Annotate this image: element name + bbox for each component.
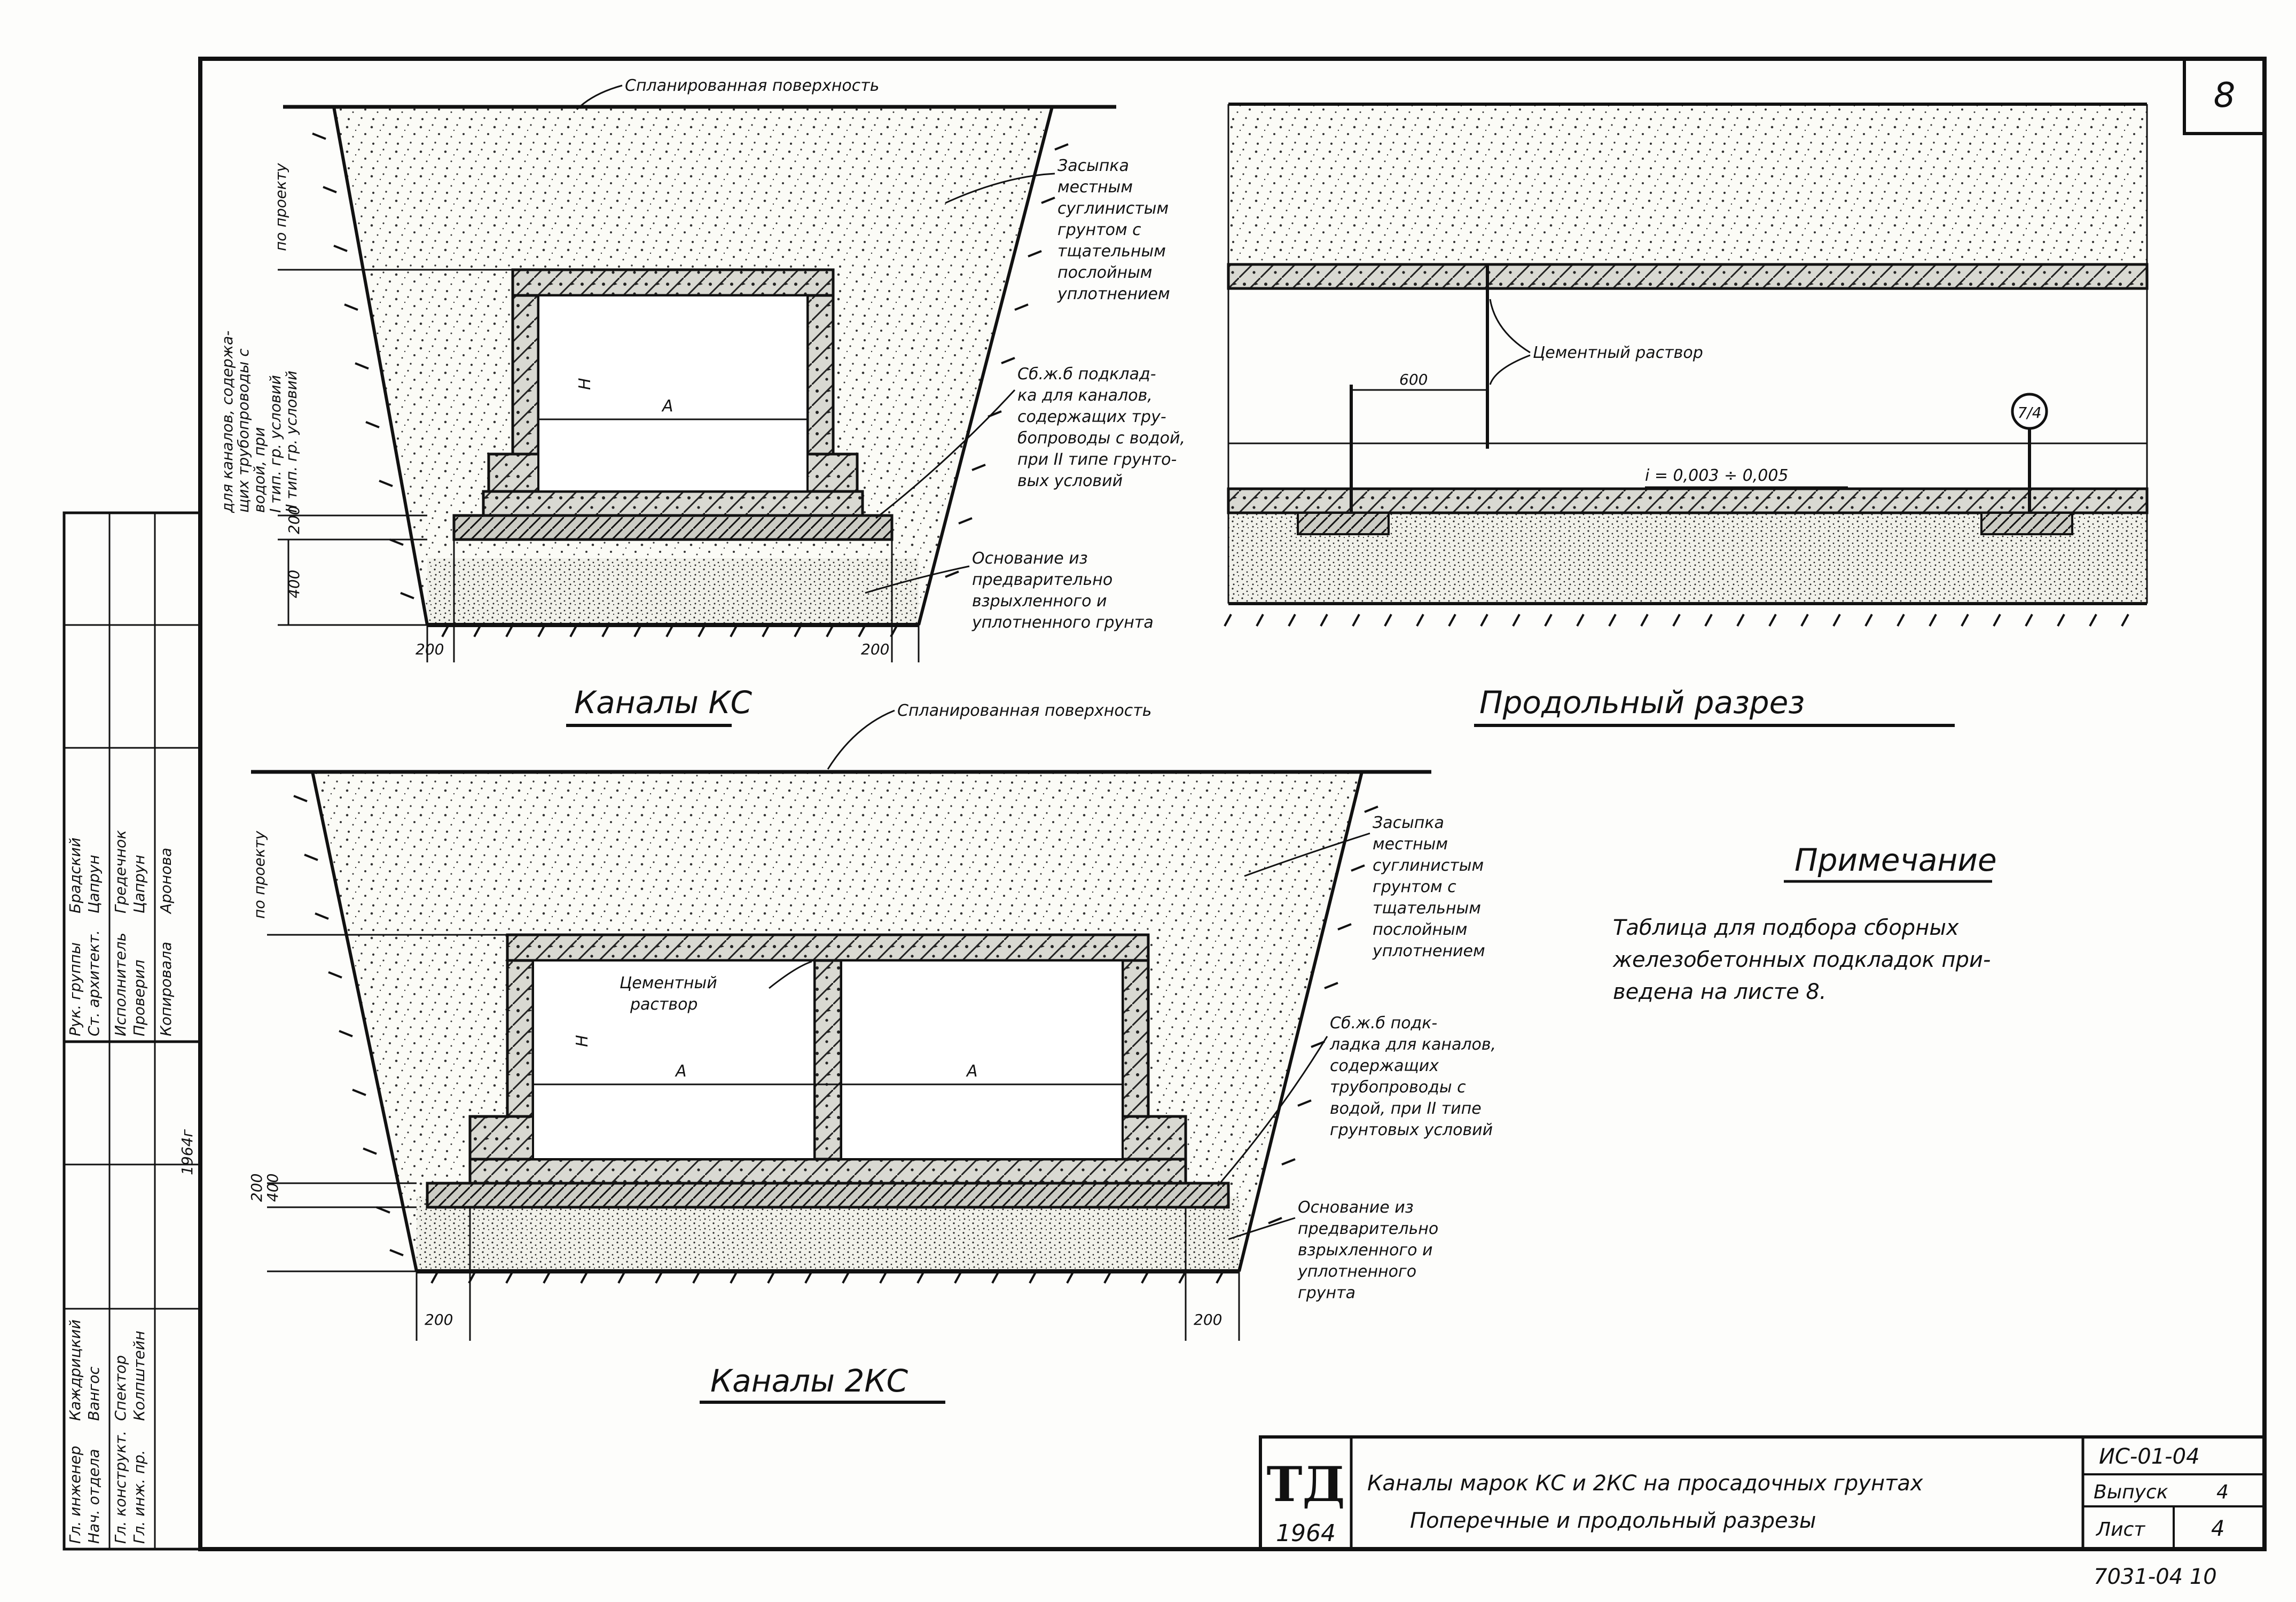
channel-cavity-ks	[537, 294, 809, 493]
dim-400-2ks: 400	[264, 1174, 281, 1202]
detail-marker-text: 7/4	[2017, 404, 2041, 421]
long-top-slab	[1227, 263, 2149, 290]
section-ks: H A 200 400 200 200 для каналов, содержа…	[218, 76, 1116, 662]
vert-proekt-2ks: по проекту	[250, 831, 268, 919]
vert-note-4: I тип. гр. условий	[267, 375, 284, 513]
notes-2ks: Засыпка местным суглинистым грунтом с тщ…	[1217, 814, 1501, 1302]
long-bottom-slab	[1227, 487, 2149, 514]
backfill-note-2ks: Засыпка местным суглинистым грунтом с тщ…	[1372, 814, 1489, 960]
stamp-role-8: Проверил	[130, 959, 148, 1036]
issue-value: 4	[2216, 1481, 2229, 1503]
stamp-year: 1964г	[178, 1129, 196, 1175]
sheet-value: 4	[2211, 1517, 2224, 1541]
sheet-mark: 8	[2214, 76, 2236, 115]
caption-longitudinal: Продольный разрез	[1479, 684, 1805, 721]
logo-letters: ТД	[1267, 1456, 1345, 1513]
title-line-1: Каналы марок КС и 2КС на просадочных гру…	[1367, 1471, 1923, 1496]
stamp-name-1: Каждрицкий	[66, 1319, 84, 1421]
dim-200-2ks: 200	[248, 1174, 265, 1202]
caption-2ks: Каналы 2КС	[710, 1363, 908, 1399]
title-line-2: Поперечные и продольный разрезы	[1410, 1509, 1816, 1533]
trench-wall-right-ks	[917, 106, 1054, 626]
bottom-number: 7031-04 10	[2094, 1565, 2217, 1589]
pad-note-2ks: Сб.ж.б подк- ладка для каналов, содержащ…	[1329, 1014, 1501, 1139]
stamp-name-9: Аронова	[157, 848, 175, 915]
long-pad-left	[1297, 512, 1390, 535]
stamp-role-4: Гл. инж. пр.	[130, 1450, 148, 1544]
cement-mortar-label: Цементный раствор	[1533, 343, 1703, 362]
stamp-name-2: Вангос	[85, 1366, 103, 1421]
caption-ks: Каналы КС	[574, 684, 753, 721]
stamp-name-8: Цапрун	[130, 855, 148, 913]
label-a-2ks-left: A	[675, 1062, 687, 1081]
vert-note-3: водой, при	[250, 427, 268, 513]
title-block: ТД 1964 Каналы марок КС и 2КС на просадо…	[1259, 1435, 2266, 1589]
planned-surface-2ks: Спланированная поверхность	[897, 701, 1151, 720]
dim-400-ks: 400	[285, 570, 303, 598]
dim-200-2ks-left: 200	[425, 1311, 453, 1329]
dim-200-ks-right: 200	[861, 640, 889, 658]
trench-wall-left-ks	[332, 106, 429, 626]
backfill-note-ks: Засыпка местным суглинистым грунтом с тщ…	[1057, 157, 1174, 303]
stamp-role-9: Копировала	[157, 942, 175, 1036]
pad-slab-ks	[452, 514, 894, 541]
dim-200-ks: 200	[285, 506, 303, 534]
slope-label: i = 0,003 ÷ 0,005	[1645, 466, 1789, 485]
cement-mortar-2ks: Цементный раствор	[620, 974, 722, 1014]
stamp-staff: Гл. инженер Каждрицкий Нач. отдела Ванго…	[66, 830, 196, 1544]
vert-note-2: щих трубопроводы с	[234, 348, 252, 513]
label-h-ks: H	[576, 378, 594, 390]
label-a-2ks-right: A	[966, 1062, 978, 1081]
vert-note-5: II тип. гр. условий	[283, 371, 300, 513]
stamp-role-5: Рук. группы	[66, 942, 84, 1036]
dim-600: 600	[1399, 371, 1428, 388]
dim-200-2ks-right: 200	[1194, 1311, 1222, 1329]
stamp-role-2: Нач. отдела	[85, 1449, 103, 1544]
pad-slab-2ks	[426, 1182, 1230, 1209]
label-h-2ks: H	[573, 1035, 592, 1047]
stamp-left	[62, 511, 202, 1551]
stamp-name-3: Спектор	[112, 1355, 129, 1421]
stamp-name-4: Колпштейн	[130, 1331, 148, 1421]
planned-surface-ks: Спланированная поверхность	[625, 76, 879, 95]
stamp-role-7: Исполнитель	[112, 933, 129, 1036]
note-text: Таблица для подбора сборных железобетонн…	[1612, 916, 1997, 1004]
sheet-label: Лист	[2095, 1519, 2145, 1541]
stamp-role-3: Гл. конструкт.	[112, 1431, 129, 1544]
stamp-role-6: Ст. архитект.	[85, 930, 103, 1036]
long-pad-right	[1980, 512, 2073, 535]
notes-ks: Засыпка местным суглинистым грунтом с тщ…	[865, 157, 1190, 632]
detail-marker	[2011, 393, 2048, 430]
channel-cavity-2ks-right	[840, 959, 1124, 1160]
stamp-name-5: Брадский	[66, 838, 84, 913]
pad-note-ks: Сб.ж.б подклад- ка для каналов, содержащ…	[1017, 365, 1190, 490]
doc-code: ИС-01-04	[2099, 1444, 2200, 1469]
dim-200-ks-left: 200	[416, 640, 444, 658]
channel-cavity-2ks-left	[532, 959, 816, 1160]
note-heading: Примечание	[1795, 842, 1997, 878]
sheet-mark-box	[2183, 57, 2266, 135]
vert-proekt-ks: по проекту	[272, 163, 289, 251]
stamp-name-7: Гредечнок	[112, 830, 129, 913]
stamp-role-1: Гл. инженер	[66, 1445, 84, 1544]
section-2ks: H A A Цементный раствор 200 400 по проек…	[248, 770, 1431, 1341]
logo-year: 1964	[1276, 1520, 1336, 1547]
base-note-ks: Основание из предварительно взрыхленного…	[971, 549, 1154, 632]
note-block: Примечание Таблица для подбора сборных ж…	[1612, 842, 1997, 1004]
vert-note-1: для каналов, содержа-	[218, 331, 236, 513]
stamp-name-6: Цапрун	[85, 855, 103, 913]
middle-wall-2ks	[813, 959, 843, 1161]
label-a-ks: A	[661, 397, 673, 416]
issue-label: Выпуск	[2094, 1481, 2168, 1503]
base-note-2ks: Основание из предварительно взрыхленного…	[1297, 1198, 1444, 1302]
section-longitudinal: 600 i = 0,003 ÷ 0,005 Цементный раствор …	[1224, 103, 2149, 627]
